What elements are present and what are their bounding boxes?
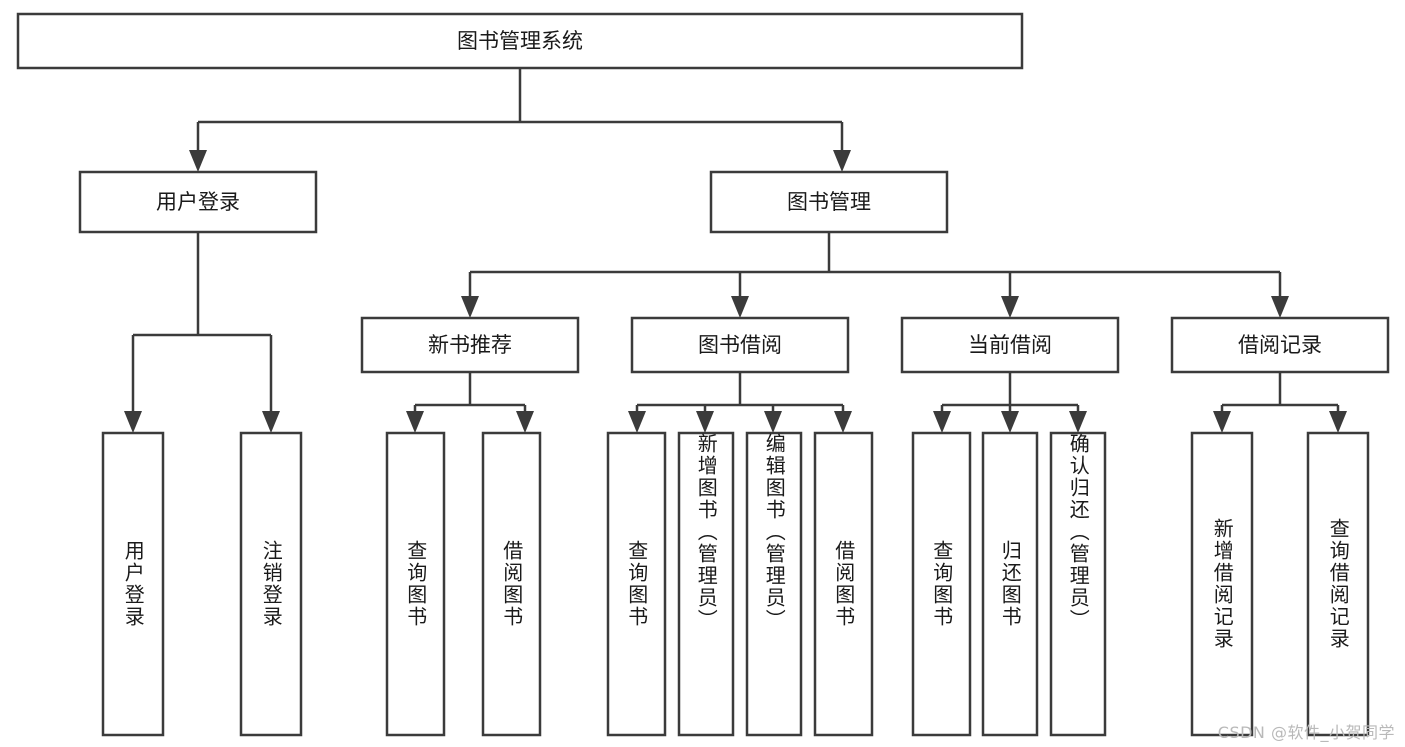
leaf-box-return-book <box>981 431 1039 737</box>
connector-borrow-record-to-leaves <box>1213 372 1347 433</box>
connector-root-to-level2 <box>189 68 851 172</box>
node-borrow-record-label: 借阅记录 <box>1238 333 1322 357</box>
leaf-box-user-login <box>101 431 165 737</box>
leaf-box-add-book <box>677 431 735 737</box>
node-current-borrow[interactable]: 当前借阅 <box>900 316 1120 374</box>
leaf-box-edit-book <box>745 431 803 737</box>
connector-book-manage-to-level3 <box>461 232 1289 318</box>
node-user-login[interactable]: 用户登录 <box>78 170 318 234</box>
connector-book-borrow-to-leaves <box>628 372 852 433</box>
leaf-box-borrow-book-2 <box>813 431 874 737</box>
watermark: CSDN @软件_小贺同学 <box>1217 723 1395 742</box>
node-book-manage-label: 图书管理 <box>787 190 871 214</box>
leaf-box-confirm-return <box>1049 431 1107 737</box>
connector-user-login-to-leaves <box>124 232 280 433</box>
node-current-borrow-label: 当前借阅 <box>968 333 1052 357</box>
node-book-borrow[interactable]: 图书借阅 <box>630 316 850 374</box>
node-book-manage[interactable]: 图书管理 <box>709 170 949 234</box>
leaf-box-borrow-book-1 <box>481 431 542 737</box>
leaf-box-logout <box>239 431 303 737</box>
leaf-boxes <box>101 431 1370 737</box>
connector-current-borrow-to-leaves <box>933 372 1087 433</box>
leaf-box-query-book-1 <box>385 431 446 737</box>
leaf-box-query-record <box>1306 431 1370 737</box>
node-book-borrow-label: 图书借阅 <box>698 333 782 357</box>
leaf-box-add-record <box>1190 431 1254 737</box>
node-user-login-label: 用户登录 <box>156 190 240 214</box>
leaf-box-query-book-3 <box>911 431 972 737</box>
node-root[interactable]: 图书管理系统 <box>16 12 1024 70</box>
node-borrow-record[interactable]: 借阅记录 <box>1170 316 1390 374</box>
leaf-box-query-book-2 <box>606 431 667 737</box>
connector-new-book-to-leaves <box>406 372 534 433</box>
node-new-book-recommend-label: 新书推荐 <box>428 333 512 357</box>
node-new-book-recommend[interactable]: 新书推荐 <box>360 316 580 374</box>
node-root-label: 图书管理系统 <box>457 29 583 53</box>
